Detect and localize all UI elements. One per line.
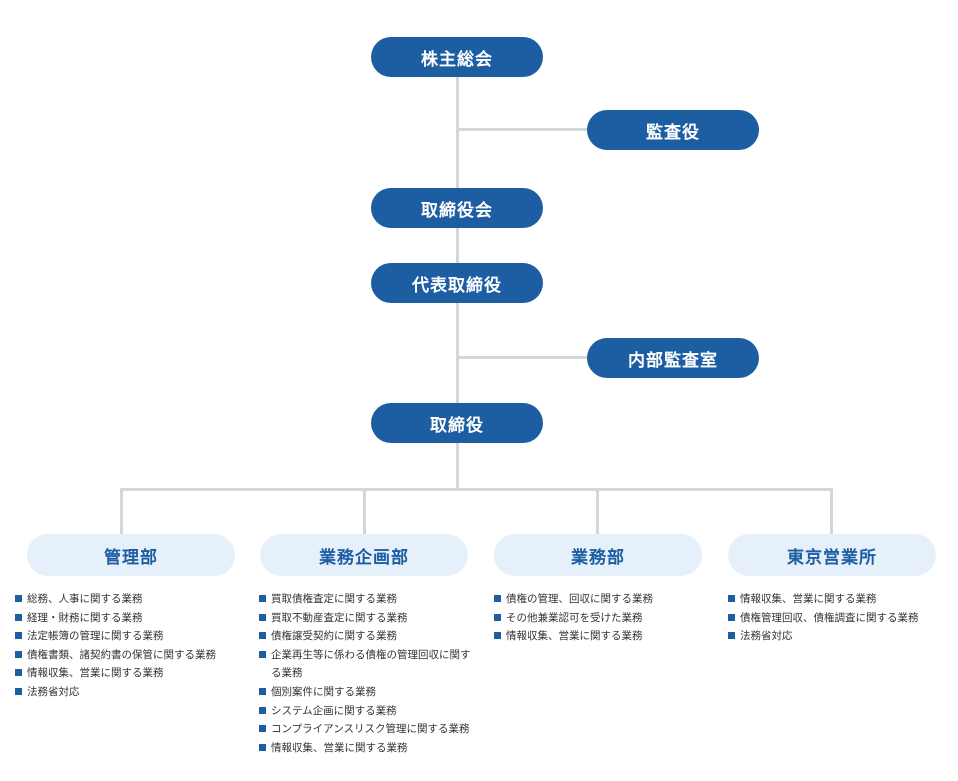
connector-dept-drop-1 (120, 488, 123, 536)
duty-item: 情報収集、営業に関する業務 (728, 590, 954, 609)
connector-internal-audit-branch (456, 356, 596, 359)
duty-item: 債権書類、諸契約書の保管に関する業務 (15, 646, 251, 665)
duty-item: 法定帳簿の管理に関する業務 (15, 627, 251, 646)
duty-item: 情報収集、営業に関する業務 (494, 627, 714, 646)
connector-dept-bus (120, 488, 833, 491)
connector-dept-drop-4 (830, 488, 833, 536)
duty-item: 債権管理回収、債権調査に関する業務 (728, 609, 954, 628)
duty-item: システム企画に関する業務 (259, 702, 477, 721)
duty-item: 経理・財務に関する業務 (15, 609, 251, 628)
duty-item: 法務省対応 (15, 683, 251, 702)
node-auditor: 監査役 (587, 110, 759, 150)
duty-list-management: 総務、人事に関する業務 経理・財務に関する業務 法定帳簿の管理に関する業務 債権… (15, 590, 251, 702)
duty-item: 債権譲受契約に関する業務 (259, 627, 477, 646)
duty-item: 企業再生等に係わる債権の管理回収に関する業務 (259, 646, 477, 683)
duty-item: 買取債権査定に関する業務 (259, 590, 477, 609)
node-board-of-directors: 取締役会 (371, 188, 543, 228)
node-representative-director: 代表取締役 (371, 263, 543, 303)
duty-item: 個別案件に関する業務 (259, 683, 477, 702)
duty-item: その他兼業認可を受けた業務 (494, 609, 714, 628)
dept-management: 管理部 (27, 534, 235, 576)
node-director: 取締役 (371, 403, 543, 443)
duty-item: 情報収集、営業に関する業務 (15, 664, 251, 683)
connector-dept-drop-3 (596, 488, 599, 536)
duty-list-business-planning: 買取債権査定に関する業務 買取不動産査定に関する業務 債権譲受契約に関する業務 … (259, 590, 477, 757)
node-shareholders-meeting: 株主総会 (371, 37, 543, 77)
duty-item: 買取不動産査定に関する業務 (259, 609, 477, 628)
duty-item: 総務、人事に関する業務 (15, 590, 251, 609)
dept-tokyo-office: 東京営業所 (728, 534, 936, 576)
dept-business-planning: 業務企画部 (260, 534, 468, 576)
connector-auditor-branch (456, 128, 596, 131)
connector-dept-drop-2 (363, 488, 366, 536)
duty-item: 情報収集、営業に関する業務 (259, 739, 477, 758)
dept-operations: 業務部 (494, 534, 702, 576)
duty-list-operations: 債権の管理、回収に関する業務 その他兼業認可を受けた業務 情報収集、営業に関する… (494, 590, 714, 646)
duty-item: 法務省対応 (728, 627, 954, 646)
node-internal-audit-office: 内部監査室 (587, 338, 759, 378)
duty-item: 債権の管理、回収に関する業務 (494, 590, 714, 609)
duty-item: コンプライアンスリスク管理に関する業務 (259, 720, 477, 739)
duty-list-tokyo-office: 情報収集、営業に関する業務 債権管理回収、債権調査に関する業務 法務省対応 (728, 590, 954, 646)
